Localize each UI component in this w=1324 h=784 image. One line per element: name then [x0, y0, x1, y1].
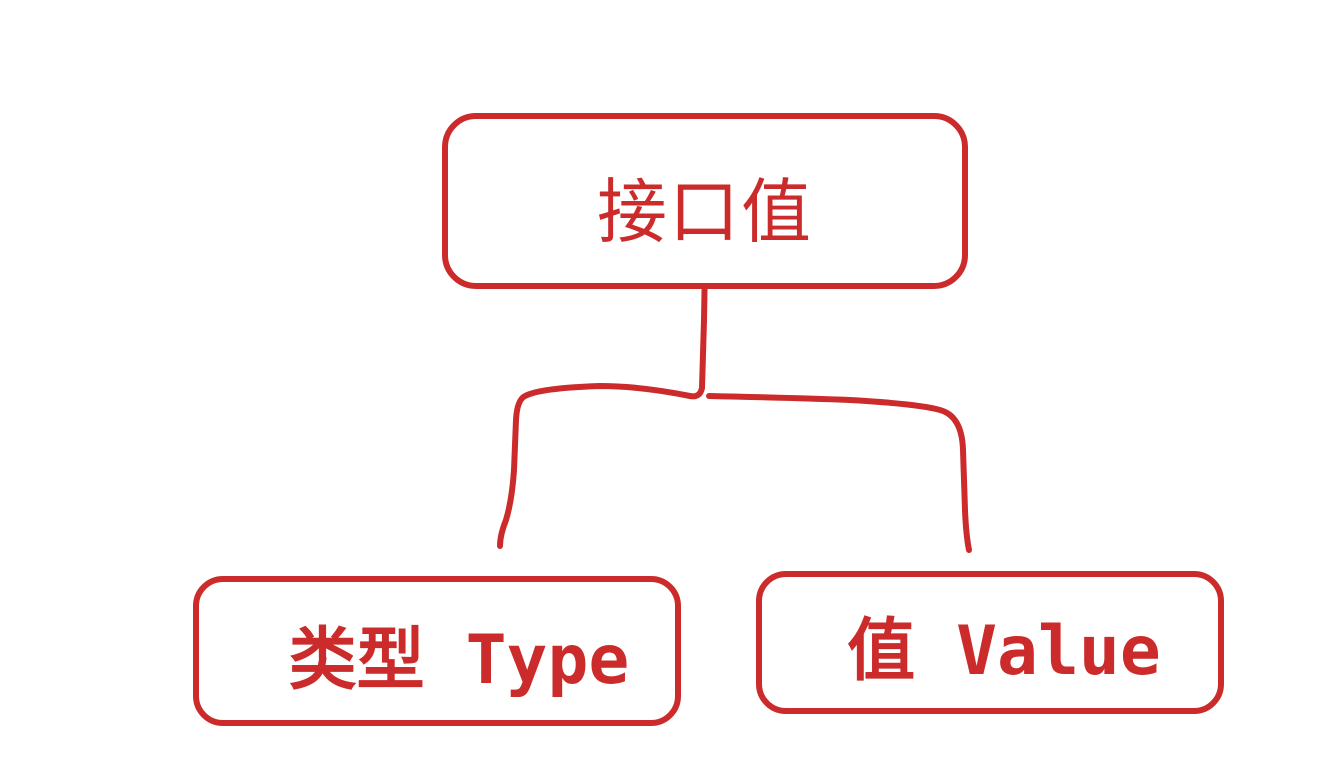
connector-left-branch [497, 383, 693, 549]
value-node: 值 Value [756, 571, 1224, 714]
value-label: 值 Value [847, 612, 1161, 691]
interface-value-node: 接口值 [442, 113, 968, 289]
interface-value-label: 接口值 [597, 170, 813, 253]
type-label: 类型 Type [288, 620, 630, 700]
type-node: 类型 Type [193, 576, 681, 726]
connector-right-branch [706, 393, 972, 553]
